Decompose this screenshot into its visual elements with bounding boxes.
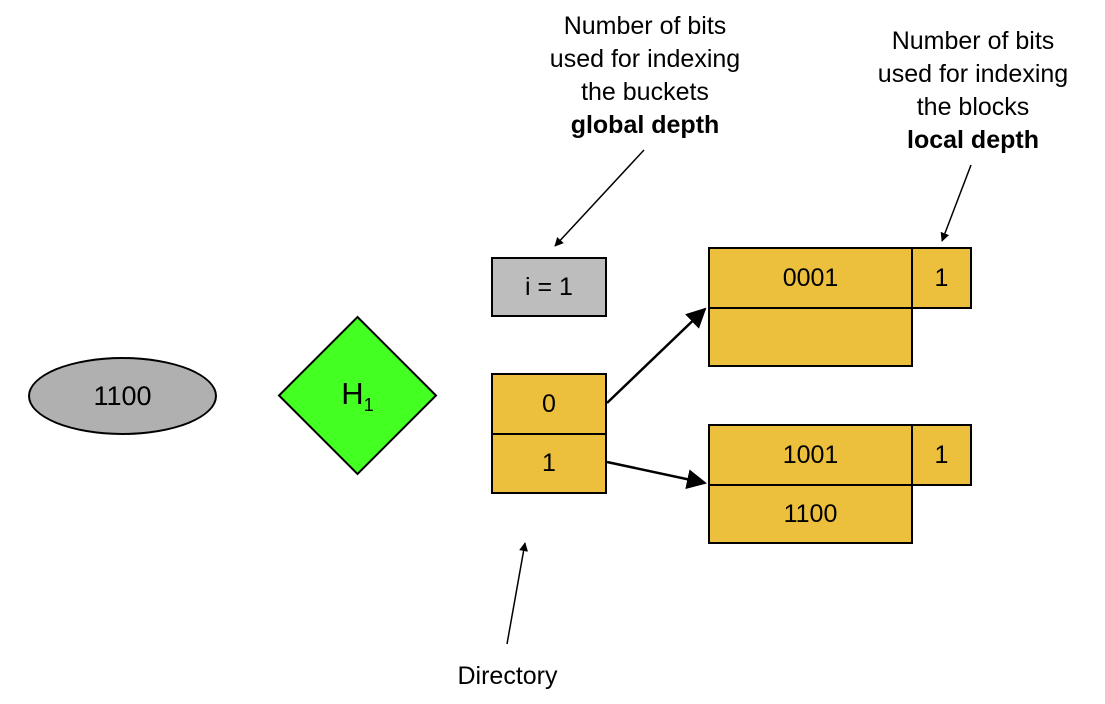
bucket-local-depth-value: 1 <box>934 440 949 469</box>
local-depth-term: local depth <box>907 126 1039 154</box>
global-depth-caption: Number of bits used for indexing the buc… <box>500 10 790 142</box>
arrow-entry-0-to-bucket-0 <box>606 307 707 404</box>
bucket-record-value: 1100 <box>783 499 838 528</box>
bucket-record-value: 1001 <box>782 440 839 469</box>
directory-pointer <box>506 542 529 645</box>
hash-function-subscript: 1 <box>363 395 374 416</box>
hash-function-diamond <box>277 315 438 476</box>
bucket-0-record-0: 0001 <box>708 247 913 309</box>
hash-function-name: H <box>341 376 364 411</box>
hash-function-label: H1 <box>277 376 438 416</box>
directory-entry-label: 1 <box>542 449 556 477</box>
bucket-0-local-depth: 1 <box>911 247 972 309</box>
global-depth-caption-line-2: used for indexing <box>549 45 741 73</box>
local-depth-caption-line-3: the blocks <box>916 93 1030 121</box>
key-value: 1100 <box>93 380 152 411</box>
directory-entry-1: 1 <box>491 433 607 494</box>
bucket-1-record-1: 1100 <box>708 484 913 544</box>
bucket-0-record-1 <box>708 307 913 367</box>
global-depth-caption-line-1: Number of bits <box>563 12 727 40</box>
global-depth-pointer <box>554 149 645 247</box>
local-depth-caption-line-2: used for indexing <box>877 60 1069 88</box>
directory-entry-0: 0 <box>491 373 607 435</box>
local-depth-pointer <box>940 164 972 242</box>
global-depth-caption-line-3: the buckets <box>581 78 709 106</box>
local-depth-caption-line-1: Number of bits <box>891 27 1055 55</box>
directory-label-text: Directory <box>457 662 558 690</box>
local-depth-caption: Number of bits used for indexing the blo… <box>828 25 1105 157</box>
arrow-entry-1-to-bucket-1 <box>606 460 707 490</box>
global-depth-value: i = 1 <box>525 272 573 301</box>
global-depth-box: i = 1 <box>491 257 607 317</box>
bucket-1-local-depth: 1 <box>911 424 972 486</box>
directory-entry-label: 0 <box>542 389 556 418</box>
global-depth-term: global depth <box>570 111 720 139</box>
directory-label: Directory <box>420 660 595 693</box>
bucket-record-value: 0001 <box>782 263 839 292</box>
key-ellipse: 1100 <box>28 357 217 435</box>
bucket-1-record-0: 1001 <box>708 424 913 486</box>
bucket-local-depth-value: 1 <box>934 263 949 292</box>
